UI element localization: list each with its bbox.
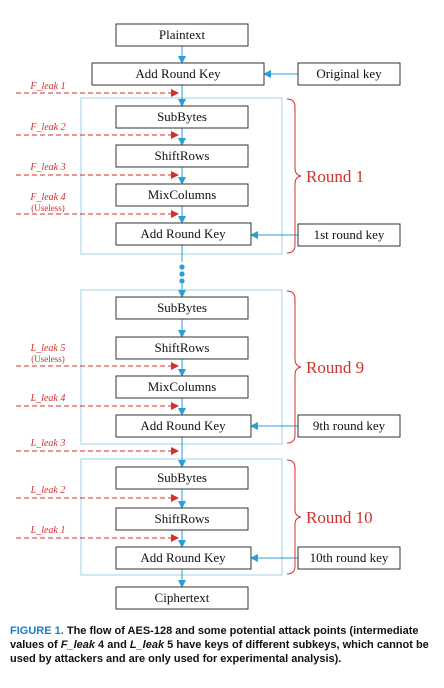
r1-mixcolumns-label: MixColumns xyxy=(148,187,217,202)
caption-text-3: 5 have keys of different subkeys, which … xyxy=(10,639,429,665)
r9-round-key-label: 9th round key xyxy=(313,418,386,433)
caption-text-2: 4 and xyxy=(95,639,130,651)
f-leak-4-note: (Useless) xyxy=(31,203,65,213)
r10-round-key-label: 10th round key xyxy=(310,550,389,565)
plaintext-label: Plaintext xyxy=(159,27,206,42)
box-r1-shiftrows: ShiftRows xyxy=(115,144,249,168)
box-r1-add-round-key: Add Round Key xyxy=(115,222,252,246)
leak-arrows xyxy=(16,89,179,542)
ciphertext-label: Ciphertext xyxy=(155,590,210,605)
caption-leak-a: F_leak xyxy=(60,639,95,651)
box-r9-add-round-key: Add Round Key xyxy=(115,414,252,438)
f-leak-1-label: F_leak 1 xyxy=(29,81,65,92)
r10-shiftrows-label: ShiftRows xyxy=(155,511,210,526)
l-leak-4-label: L_leak 4 xyxy=(30,393,66,404)
box-r10-shiftrows: ShiftRows xyxy=(115,507,249,531)
ellipsis-dots xyxy=(179,264,185,284)
r10-subbytes-label: SubBytes xyxy=(157,470,207,485)
round10-label: Round 10 xyxy=(306,508,373,527)
caption-text-1: The flow of AES-128 and some potential a… xyxy=(10,625,419,651)
figure-label: FIGURE 1. xyxy=(10,625,64,637)
box-r9-subbytes: SubBytes xyxy=(115,296,249,320)
caption-leak-b: L_leak xyxy=(129,639,165,651)
l-leak-1-label: L_leak 1 xyxy=(30,525,66,536)
box-add-round-key-initial: Add Round Key xyxy=(91,62,265,86)
box-r10-add-round-key: Add Round Key xyxy=(115,546,252,570)
r9-shiftrows-label: ShiftRows xyxy=(155,340,210,355)
r9-subbytes-label: SubBytes xyxy=(157,300,207,315)
l-leak-5-note: (Useless) xyxy=(31,354,65,364)
l-leak-2-label: L_leak 2 xyxy=(30,485,66,496)
r1-shiftrows-label: ShiftRows xyxy=(155,148,210,163)
box-r10-subbytes: SubBytes xyxy=(115,466,249,490)
box-r10-round-key: 10th round key xyxy=(297,546,401,570)
box-r1-subbytes: SubBytes xyxy=(115,105,249,129)
add-round-key-initial-label: Add Round Key xyxy=(135,66,221,81)
r1-add-round-key-label: Add Round Key xyxy=(140,226,226,241)
round1-label: Round 1 xyxy=(306,167,364,186)
box-r9-shiftrows: ShiftRows xyxy=(115,336,249,360)
r9-add-round-key-label: Add Round Key xyxy=(140,418,226,433)
box-original-key: Original key xyxy=(297,62,401,86)
box-ciphertext: Ciphertext xyxy=(115,586,249,610)
round9-label: Round 9 xyxy=(306,358,364,377)
l-leak-5-label: L_leak 5 xyxy=(30,343,66,354)
box-r1-round-key: 1st round key xyxy=(297,223,401,247)
f-leak-2-label: F_leak 2 xyxy=(29,122,65,133)
aes-flow-diagram: Plaintext Add Round Key Original key Sub… xyxy=(16,23,401,610)
l-leak-3-label: L_leak 3 xyxy=(30,438,66,449)
key-arrows xyxy=(250,70,298,562)
round-braces xyxy=(286,98,302,575)
f-leak-4-label: F_leak 4 xyxy=(29,192,65,203)
box-plaintext: Plaintext xyxy=(115,23,249,47)
box-r9-mixcolumns: MixColumns xyxy=(115,375,249,399)
r1-round-key-label: 1st round key xyxy=(314,227,385,242)
r10-add-round-key-label: Add Round Key xyxy=(140,550,226,565)
r9-mixcolumns-label: MixColumns xyxy=(148,379,217,394)
original-key-label: Original key xyxy=(316,66,382,81)
r1-subbytes-label: SubBytes xyxy=(157,109,207,124)
box-r1-mixcolumns: MixColumns xyxy=(115,183,249,207)
f-leak-3-label: F_leak 3 xyxy=(29,162,65,173)
box-r9-round-key: 9th round key xyxy=(297,414,401,438)
figure-caption: FIGURE 1. The flow of AES-128 and some p… xyxy=(10,624,440,666)
